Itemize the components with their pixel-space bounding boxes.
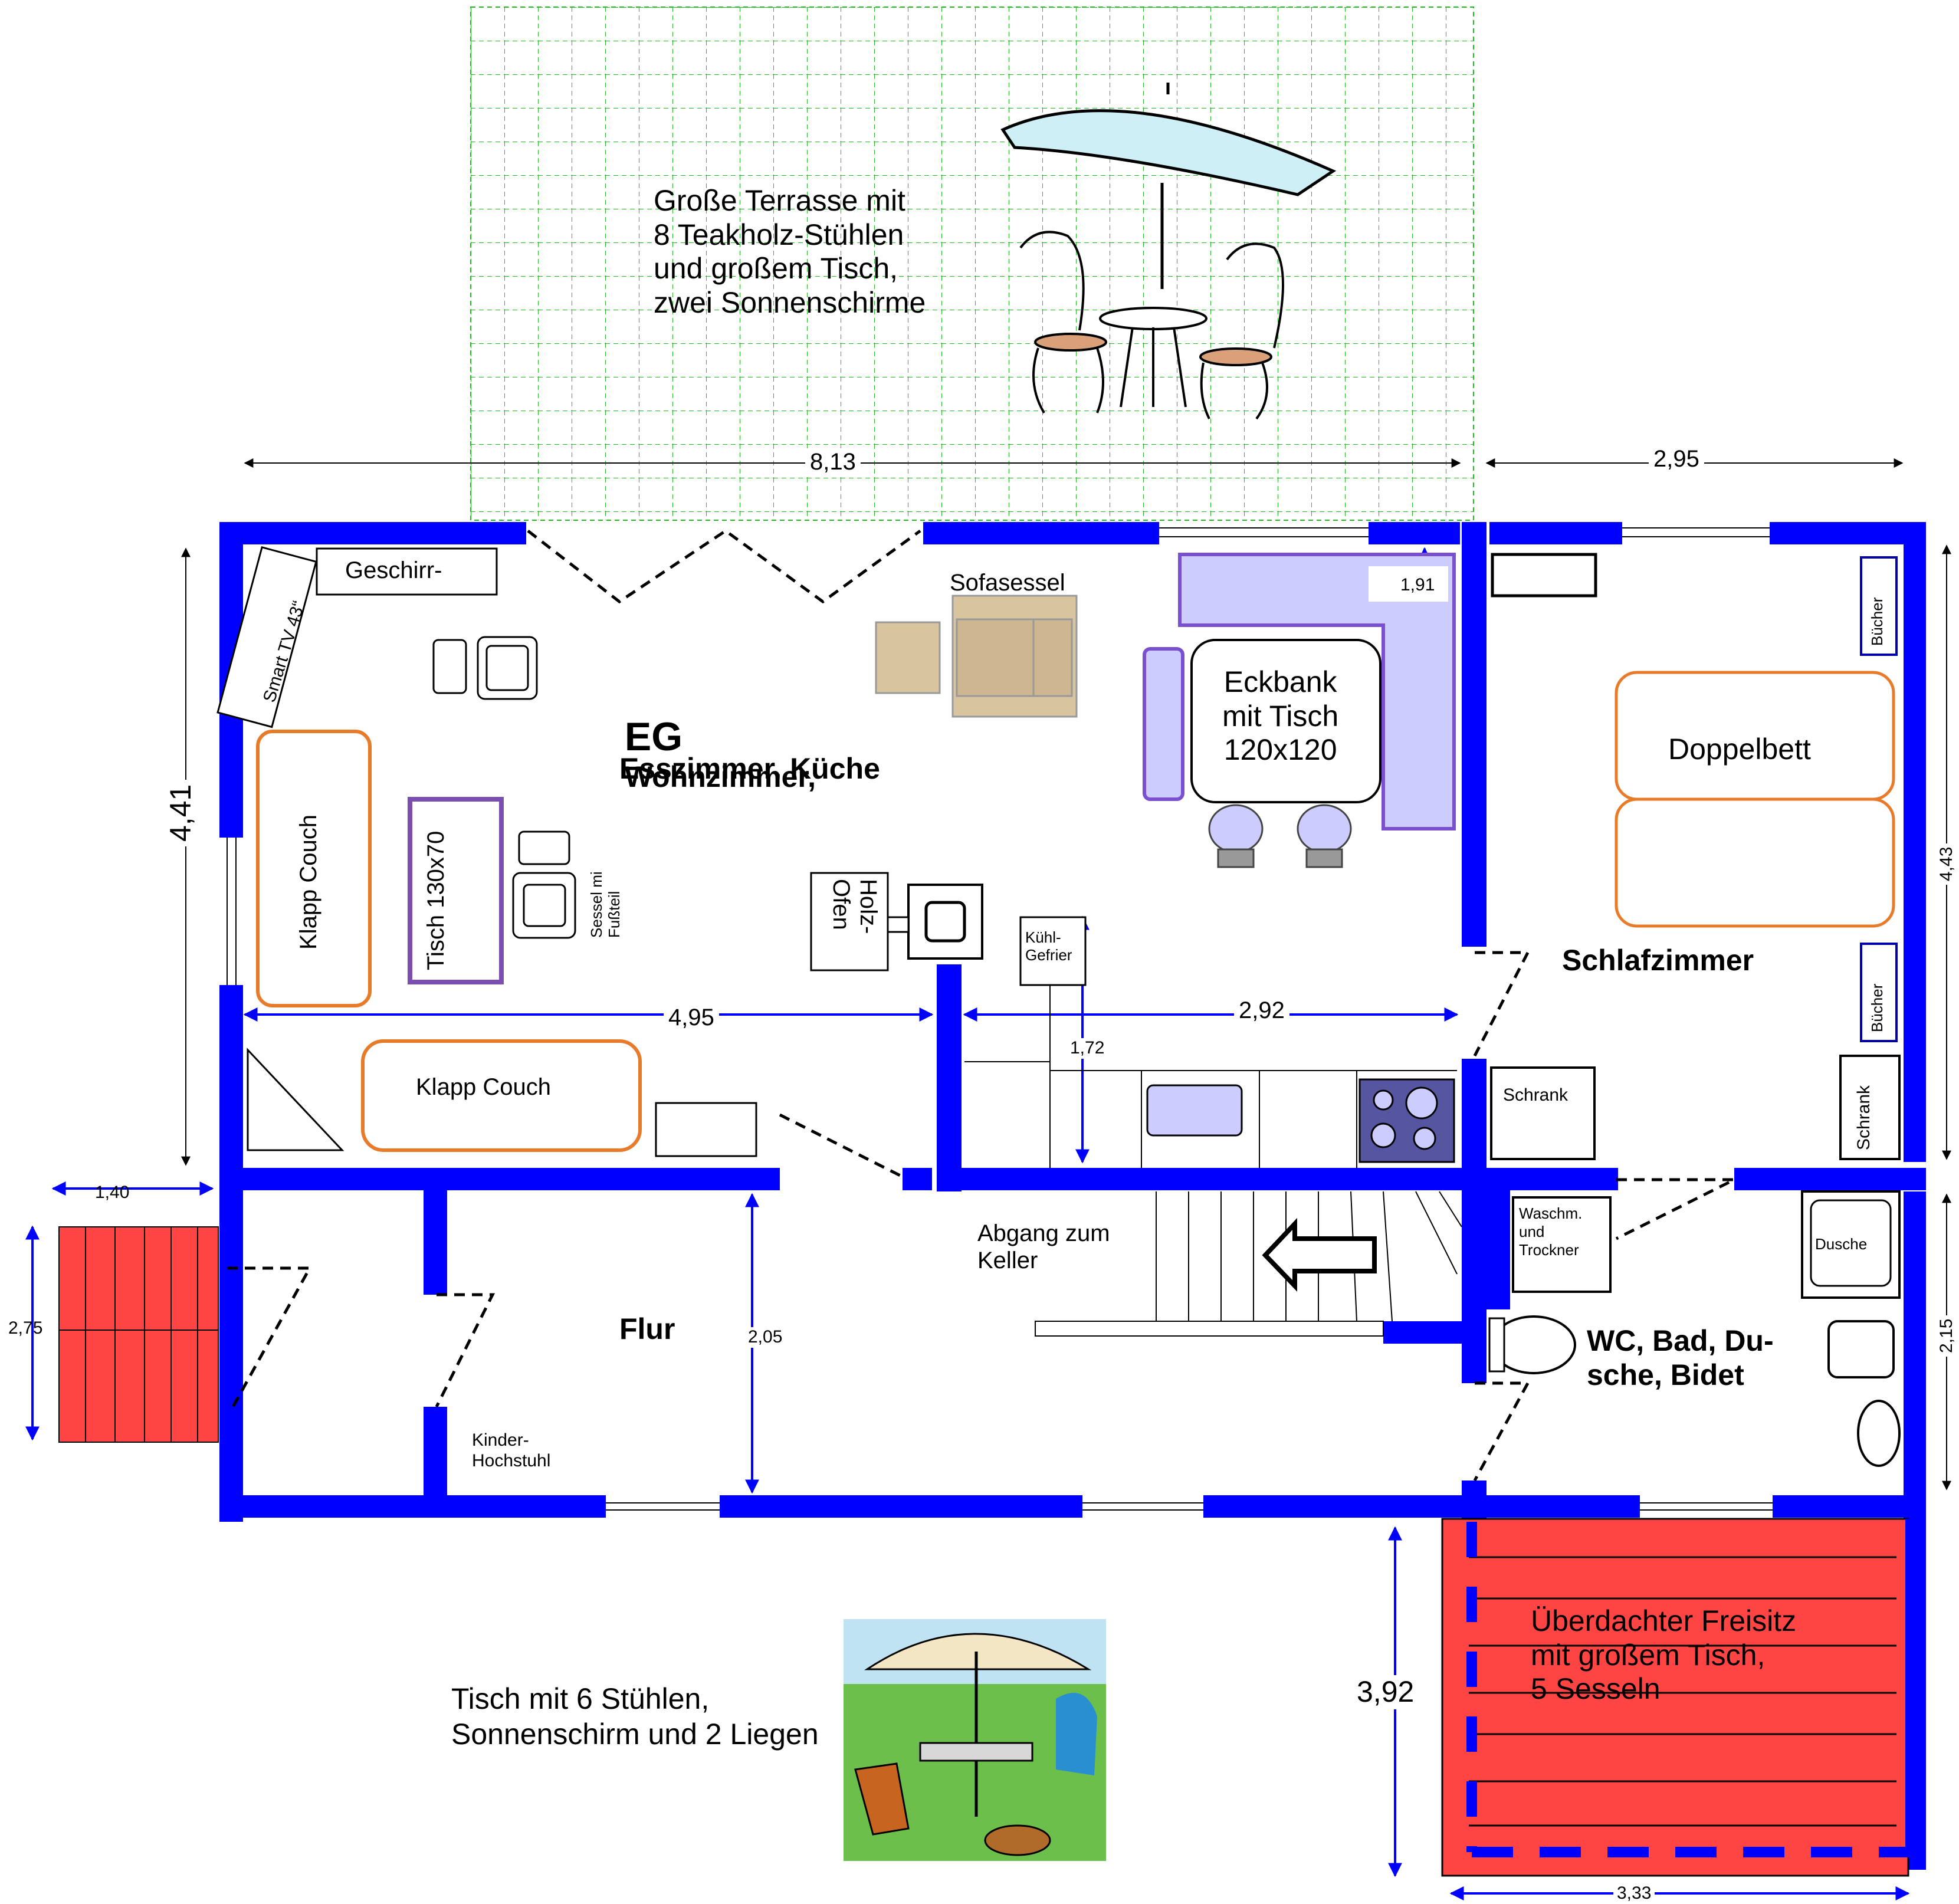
dim-1-91: 1,91 bbox=[1400, 575, 1435, 595]
bidet-icon bbox=[1857, 1400, 1901, 1467]
stairs-arrow-icon bbox=[1262, 1217, 1377, 1292]
books-1-label: Bücher bbox=[1868, 597, 1886, 646]
terrace-label: Große Terrasse mit 8 Teakholz-Stühlen un… bbox=[654, 184, 926, 319]
bath-label: WC, Bad, Du- sche, Bidet bbox=[1587, 1324, 1774, 1391]
garden-label: Tisch mit 6 Stühlen, Sonnenschirm und 2 … bbox=[451, 1682, 819, 1751]
fridge-label: Kühl- Gefrier bbox=[1025, 928, 1072, 964]
armchair-icon bbox=[432, 636, 538, 700]
office-chair-icon bbox=[1208, 804, 1352, 868]
corner-bench-label: Eckbank mit Tisch 120x120 bbox=[1222, 665, 1339, 766]
entry-deck bbox=[58, 1226, 219, 1443]
armchair-footrest-label: Sessel mi Fußteil bbox=[588, 871, 623, 938]
covered-seating-label: Überdachter Freisitz mit großem Tisch, 5… bbox=[1531, 1604, 1797, 1705]
dim-3-92: 3,92 bbox=[1352, 1675, 1419, 1709]
fridge bbox=[1019, 916, 1087, 986]
sink-bath bbox=[1827, 1320, 1895, 1378]
armchair-footrest-icon bbox=[512, 830, 576, 939]
dim-2-92: 2,92 bbox=[1234, 997, 1289, 1024]
dim-8-13: 8,13 bbox=[805, 448, 861, 475]
dim-4-41: 4,41 bbox=[164, 779, 198, 846]
fold-couch-2-label: Klapp Couch bbox=[416, 1074, 552, 1100]
wardrobe-1 bbox=[1490, 1066, 1596, 1160]
shower-label: Dusche bbox=[1815, 1235, 1868, 1253]
hall-label: Flur bbox=[619, 1312, 675, 1345]
double-bed-bottom bbox=[1615, 797, 1895, 928]
washer-dryer bbox=[1512, 1196, 1612, 1293]
bookshelf-2 bbox=[1860, 943, 1898, 1042]
living-label: Wohnzimmer, bbox=[624, 760, 816, 793]
dim-2-95: 2,95 bbox=[1649, 445, 1704, 472]
sofa-armchair-label: Sofasessel bbox=[950, 570, 1065, 596]
fold-couch-1-label: Klapp Couch bbox=[296, 814, 321, 950]
kid-chair-label: Kinder- Hochstuhl bbox=[472, 1430, 551, 1470]
dim-1-72: 1,72 bbox=[1067, 1038, 1108, 1059]
living-label-2: Esszimmer, Küche bbox=[619, 752, 880, 785]
parasol-icon bbox=[1000, 83, 1337, 289]
corner-table bbox=[1190, 639, 1382, 803]
living-room-title: EG Wohnzimmer, bbox=[619, 703, 816, 794]
dim-4-43: 4,43 bbox=[1937, 843, 1957, 885]
wardrobe-2 bbox=[1839, 1055, 1901, 1160]
stairs bbox=[1035, 1191, 1462, 1337]
eg-prefix: EG bbox=[624, 714, 683, 760]
corner-shelf bbox=[247, 1048, 344, 1151]
fold-couch-2 bbox=[361, 1039, 642, 1152]
stove-label: Holz- Ofen bbox=[828, 879, 881, 934]
bedroom-label: Schlafzimmer bbox=[1562, 944, 1754, 977]
dim-2-15: 2,15 bbox=[1937, 1315, 1957, 1357]
dim-2-05: 2,05 bbox=[744, 1327, 786, 1348]
dish-cabinet bbox=[316, 547, 498, 596]
covered-seating-area bbox=[1441, 1518, 1909, 1877]
dining-table bbox=[408, 797, 504, 984]
sink bbox=[1146, 1084, 1243, 1137]
bed-label: Doppelbett bbox=[1668, 733, 1811, 766]
dim-3-33: 3,33 bbox=[1613, 1883, 1655, 1904]
washer-label: Waschm. und Trockner bbox=[1519, 1204, 1583, 1259]
wardrobe-2-label: Schrank bbox=[1854, 1085, 1873, 1150]
cooktop bbox=[1358, 1078, 1455, 1163]
dishes-label: Geschirr- bbox=[345, 557, 442, 583]
corner-bench bbox=[1143, 553, 1456, 830]
terrace-grid bbox=[470, 6, 1474, 521]
dim-2-75: 2,75 bbox=[8, 1318, 43, 1338]
dim-4-95: 4,95 bbox=[664, 1004, 719, 1031]
tv-unit bbox=[216, 546, 317, 728]
bistro-set-icon bbox=[1019, 231, 1284, 420]
wood-stove bbox=[810, 872, 889, 971]
basement-label: Abgang zum Keller bbox=[977, 1220, 1110, 1273]
sofa-armchairs bbox=[875, 595, 1078, 718]
wardrobe-1-label: Schrank bbox=[1503, 1085, 1568, 1105]
books-2-label: Bücher bbox=[1868, 983, 1886, 1032]
table-label: Tisch 130x70 bbox=[423, 830, 449, 970]
garden-illustration bbox=[844, 1619, 1106, 1861]
walls bbox=[219, 522, 1926, 1870]
bookshelf-1 bbox=[1860, 556, 1898, 656]
fold-couch-1 bbox=[256, 730, 372, 1007]
dim-1-40: 1,40 bbox=[95, 1183, 130, 1202]
